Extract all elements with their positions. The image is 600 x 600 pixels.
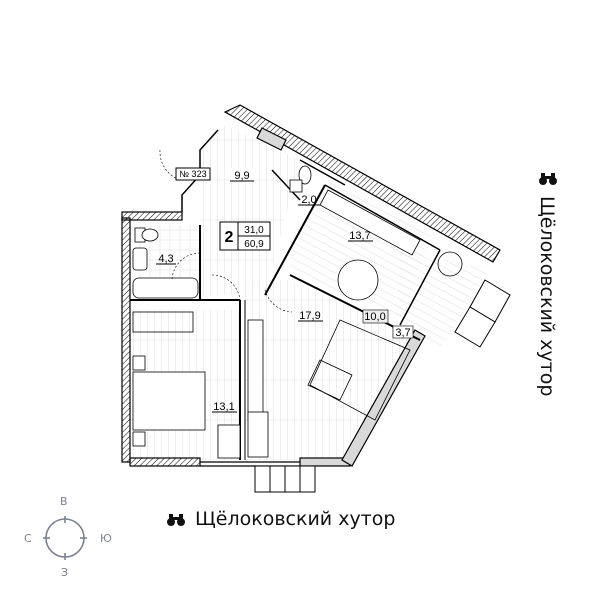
compass: В С Ю З bbox=[24, 495, 124, 580]
room-label-living-room: 17,9 bbox=[298, 310, 323, 322]
room-label-bedroom: 13,1 bbox=[212, 401, 237, 413]
apartment-summary-box: 2 31,0 60,9 bbox=[219, 221, 271, 251]
living-area: 31,0 bbox=[244, 225, 264, 236]
binoculars-icon bbox=[167, 514, 185, 526]
svg-text:9,9: 9,9 bbox=[234, 170, 249, 182]
compass-right: Ю bbox=[100, 532, 112, 545]
apartment-number-badge: № 323 bbox=[175, 167, 211, 181]
svg-text:10,0: 10,0 bbox=[364, 311, 385, 323]
svg-text:17,9: 17,9 bbox=[299, 310, 320, 322]
brand-name: Щёлоковский хутор bbox=[195, 508, 396, 530]
svg-text:3,7: 3,7 bbox=[395, 327, 410, 339]
doors bbox=[159, 149, 293, 313]
room-label-wc: 2,0 bbox=[298, 194, 320, 206]
compass-bottom: З bbox=[61, 566, 69, 579]
window-units bbox=[254, 279, 511, 493]
svg-text:4,3: 4,3 bbox=[158, 253, 173, 265]
compass-ring-icon bbox=[43, 516, 87, 560]
brand-vertical: Щёлоковский хутор bbox=[530, 170, 560, 430]
room-label-bathroom: 4,3 bbox=[156, 253, 176, 265]
brand-horizontal: Щёлоковский хутор bbox=[165, 508, 395, 530]
total-area: 60,9 bbox=[244, 239, 264, 250]
room-label-hallway: 9,9 bbox=[230, 168, 254, 182]
room-labels: 9,9 2,0 13,7 4,3 17,9 10,0 3,7 13,1 bbox=[156, 168, 414, 413]
binoculars-icon bbox=[539, 173, 557, 185]
room-label-loggia: 10,0 bbox=[362, 309, 389, 324]
compass-left: С bbox=[24, 532, 32, 545]
floors bbox=[130, 125, 490, 460]
compass-top: В bbox=[60, 495, 68, 508]
room-label-kitchen: 13,7 bbox=[348, 230, 373, 242]
apartment-number: № 323 bbox=[179, 169, 206, 179]
svg-text:13,1: 13,1 bbox=[213, 401, 234, 413]
room-label-balcony: 3,7 bbox=[392, 325, 414, 339]
svg-text:2,0: 2,0 bbox=[301, 194, 316, 206]
brand-name-vertical: Щёлоковский хутор bbox=[536, 196, 558, 397]
walls bbox=[121, 104, 501, 467]
rooms-count: 2 bbox=[225, 229, 234, 246]
furniture bbox=[132, 165, 463, 459]
svg-text:13,7: 13,7 bbox=[349, 230, 370, 242]
